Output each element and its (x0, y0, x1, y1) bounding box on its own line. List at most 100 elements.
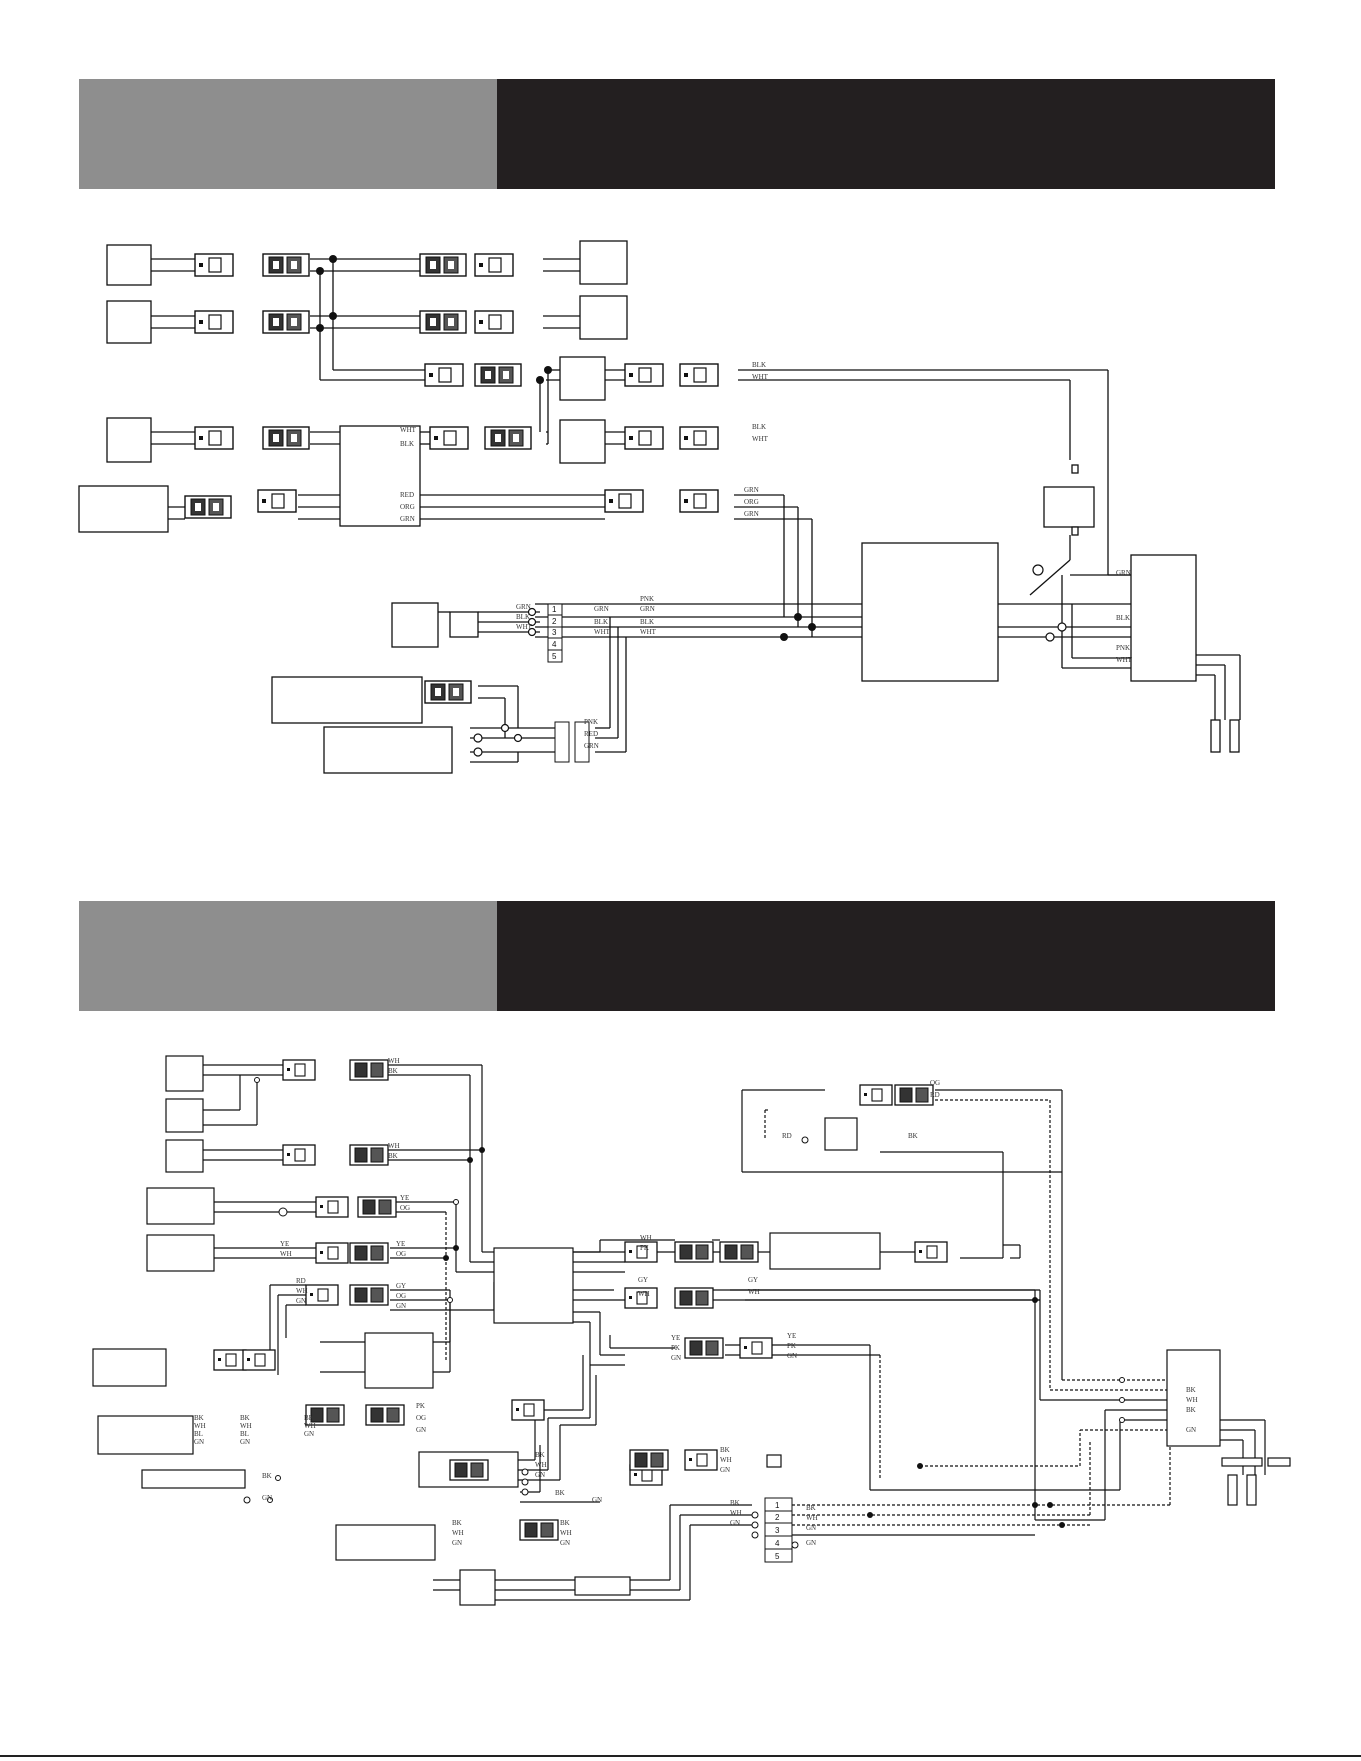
wiring-diagram-1: 1 2 3 4 5 BLK WHT BLK WHT WHT BLK RED OR… (78, 240, 1241, 774)
wire-label: PK (671, 1344, 680, 1352)
wire-label: BK (730, 1499, 740, 1507)
wire-label: WHT (594, 628, 611, 636)
inline-component (574, 1576, 631, 1596)
wire-label: GN (787, 1352, 797, 1360)
component-box (579, 240, 628, 285)
wire-label: GN (240, 1438, 250, 1446)
component-box (271, 676, 423, 724)
wire-label: WH (638, 1290, 650, 1298)
wire-label: GY (396, 1282, 406, 1290)
pin-1: 1 (552, 605, 557, 614)
wire-label: RD (296, 1277, 306, 1285)
fuse-terminal (1071, 526, 1079, 536)
wire-label: WH (1186, 1396, 1198, 1404)
wire-label: GY (748, 1276, 758, 1284)
wire-label: GRN (640, 605, 655, 613)
pin-5: 5 (552, 652, 557, 661)
wire-label: WH (748, 1288, 760, 1296)
component-box (459, 1569, 496, 1606)
controller-module (339, 425, 421, 527)
probe-right (1246, 1474, 1257, 1506)
component-box (165, 1139, 204, 1173)
component-box (146, 1187, 215, 1225)
wire-label: ORG (744, 498, 759, 506)
pin-3: 3 (775, 1526, 780, 1535)
display-module-box (1130, 554, 1197, 682)
wire-label: GRN (400, 515, 415, 523)
diagram-2-wire-labels: WH BK WH BK YE OG YE WH YE OG RD WH GN G… (194, 1057, 1198, 1547)
diagram-2-pin-numbers: 1 2 3 4 5 (775, 1501, 780, 1561)
inline-component (766, 1454, 782, 1468)
display-module-box (1166, 1349, 1221, 1447)
component-box (335, 1524, 436, 1561)
wire-label: OG (396, 1292, 406, 1300)
wire-label: GN (806, 1539, 816, 1547)
component-box (165, 1055, 204, 1092)
diagram-1-pin-numbers: 1 2 3 4 5 (552, 605, 557, 661)
diagram-2-header-right-panel (497, 901, 1275, 1011)
wire-label: WH (730, 1509, 742, 1517)
wire-label: BK (452, 1519, 462, 1527)
wire-label: BLK (594, 618, 608, 626)
wire-label: GN (720, 1466, 730, 1474)
pin-2: 2 (775, 1513, 780, 1522)
wire-label: BK (240, 1414, 250, 1422)
component-box (418, 1451, 519, 1488)
pin-4: 4 (775, 1539, 780, 1548)
probe-left (1210, 719, 1221, 753)
probe-label-strip (1267, 1457, 1291, 1467)
pin-5: 5 (775, 1552, 780, 1561)
wire-label: GRN (744, 510, 759, 518)
wire-label: WH (194, 1422, 206, 1430)
wire-label: YE (787, 1332, 796, 1340)
wire-label: RD (782, 1132, 792, 1140)
wire-label: RED (400, 491, 414, 499)
diagram-1-header-right-panel (497, 79, 1275, 189)
central-controller (493, 1247, 574, 1324)
wire-label: WHT (640, 628, 657, 636)
wire-label: BLK (640, 618, 654, 626)
wire-label: RD (930, 1091, 940, 1099)
wire-label: OG (930, 1079, 940, 1087)
diagram-2-wires (203, 1064, 1266, 1601)
wire-label: WH (535, 1461, 547, 1469)
pin-1: 1 (775, 1501, 780, 1510)
wire-label: BK (555, 1489, 565, 1497)
relay-box (1043, 486, 1095, 528)
component-box (146, 1234, 215, 1272)
wire-label: GN (560, 1539, 570, 1547)
component-box (78, 485, 169, 533)
diagram-2-junctions (443, 1147, 1065, 1528)
wire-label: OG (396, 1250, 406, 1258)
diagram-1-terminal-rings (473, 564, 1067, 757)
wire-label: GRN (584, 742, 599, 750)
component-box (97, 1415, 194, 1455)
wire-label: GN (296, 1297, 306, 1305)
wire-label: PK (416, 1402, 425, 1410)
wire-label: BL (240, 1430, 249, 1438)
diagram-1-header-banner (79, 79, 1275, 189)
wire-label: OG (416, 1414, 426, 1422)
wire-label: GRN (1116, 569, 1131, 577)
wire-label: GN (304, 1430, 314, 1438)
component-box (559, 419, 606, 464)
wire-label: BK (1186, 1406, 1196, 1414)
wire-label: BK (262, 1472, 272, 1480)
probe-right (1229, 719, 1240, 753)
wire-label: WHT (752, 435, 769, 443)
diagram-2-header-left-panel (79, 901, 497, 1011)
wire-label: WH (296, 1287, 308, 1295)
wire-label: BK (535, 1451, 545, 1459)
component-box (106, 417, 152, 463)
wire-label: BLK (1116, 614, 1130, 622)
wire-label: WH (280, 1250, 292, 1258)
wire-label: YE (671, 1334, 680, 1342)
wire-label: WHT (752, 373, 769, 381)
wire-label: GRN (516, 603, 531, 611)
wire-label: GN (730, 1519, 740, 1527)
wire-label: PK (640, 1244, 649, 1252)
wire-label: WH (452, 1529, 464, 1537)
wire-label: WH (388, 1057, 400, 1065)
diagram-1-wire-labels: BLK WHT BLK WHT WHT BLK RED ORG GRN GRN … (400, 361, 1133, 750)
